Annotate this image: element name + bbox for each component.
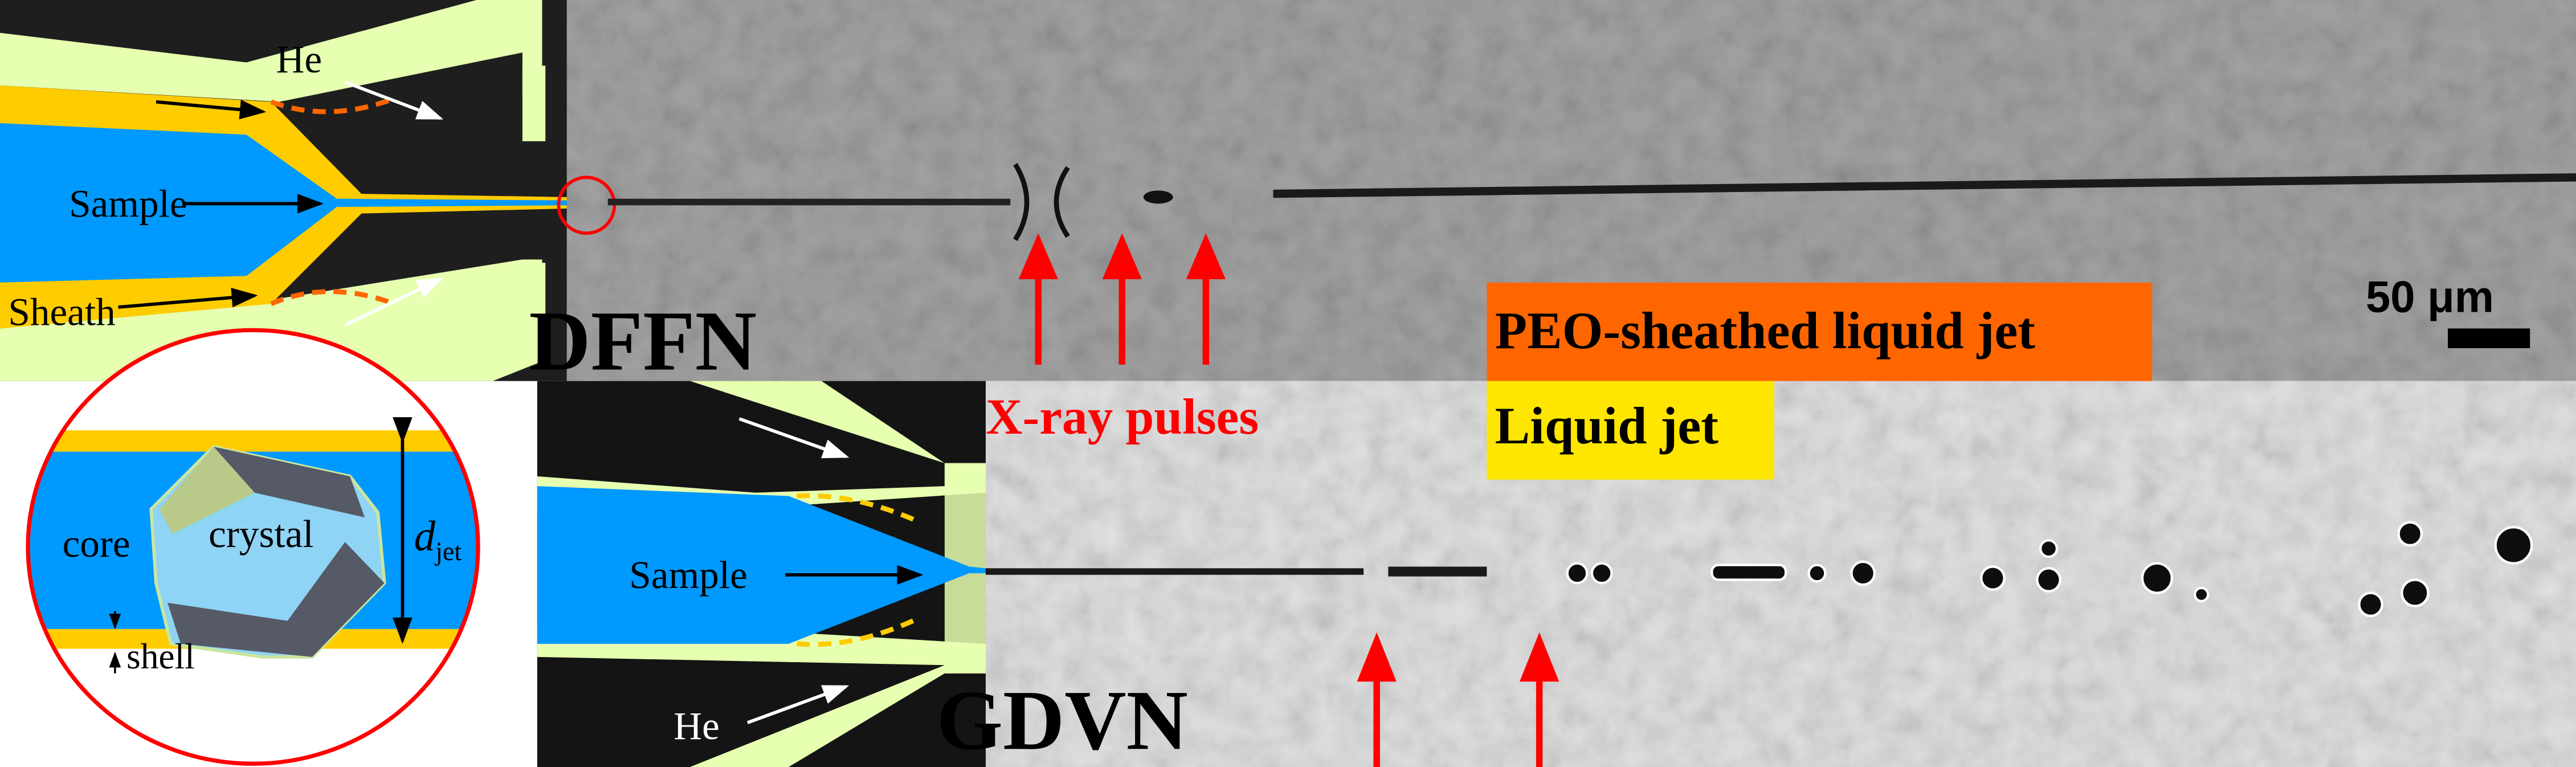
xray-arrow-icon (1102, 233, 1142, 365)
droplet (1850, 560, 1876, 586)
top-sample-label: Sample (69, 181, 187, 225)
xray-pulses-label: X-ray pulses (986, 389, 1259, 445)
top-panel: He Sample Sheath DFFN 50 μm (0, 0, 2576, 388)
top-jet-explosion (1013, 162, 1070, 242)
he-arrow (344, 80, 444, 120)
top-jet-downstream (1273, 173, 2576, 198)
scale-bar-label: 50 μm (2366, 273, 2494, 322)
xray-arrow-icon (1520, 632, 1560, 767)
inset-border (26, 328, 480, 766)
sheath-arrow (118, 287, 258, 309)
top-nozzle-tip-upper (522, 66, 546, 141)
peo-legend-label: PEO-sheathed liquid jet (1495, 301, 2036, 360)
xray-arrow-icon (1018, 233, 1058, 365)
droplet (2036, 567, 2061, 593)
sheath-label: Sheath (8, 290, 115, 334)
top-jet-fragment (1143, 190, 1173, 204)
sheath-arrow-upper (156, 100, 267, 120)
bottom-sample-flow (537, 486, 986, 644)
shell-label: shell (126, 636, 195, 676)
bottom-he-arrow-lower (746, 685, 850, 724)
droplet (2401, 578, 2430, 607)
droplet (2039, 539, 2059, 558)
bottom-sample-label: Sample (629, 553, 748, 597)
peo-legend-box (1487, 282, 2153, 381)
jet-cross-section-inset: core crystal djet shell (26, 328, 480, 766)
xray-arrow-icon (1357, 632, 1397, 767)
scale-bar (2448, 328, 2530, 349)
droplet (2397, 521, 2423, 547)
liquid-jet-legend-box (1487, 381, 1774, 480)
bottom-nozzle-outer-lower (537, 624, 986, 767)
top-he-label: He (276, 37, 322, 81)
core-label: core (63, 521, 130, 565)
top-nozzle-outer-lower (0, 259, 542, 381)
he-arrow-lower (344, 278, 443, 327)
droplet (1980, 565, 2006, 591)
droplet (2494, 526, 2533, 565)
top-nozzle-outer-upper (0, 0, 542, 102)
bottom-panel: Sample He GDVN (537, 381, 2576, 767)
droplet (2358, 591, 2383, 617)
droplet (2193, 586, 2210, 603)
sheath-boundary-dashed (270, 96, 395, 307)
liquid-jet-legend-label: Liquid jet (1495, 397, 1718, 455)
diameter-label: djet (414, 513, 462, 566)
crystal-label: crystal (209, 512, 313, 556)
xray-arrows (1018, 233, 1560, 767)
crystal-icon (149, 444, 386, 659)
top-nozzle-tip-lower (522, 263, 546, 342)
droplet-ligament (1710, 564, 1787, 581)
droplet (1566, 562, 1589, 585)
droplet (1807, 564, 1827, 583)
bottom-he-arrow-upper (738, 417, 850, 459)
gdvn-label: GDVN (936, 673, 1187, 767)
diameter-subscript: jet (434, 537, 462, 566)
meniscus-dashed (797, 493, 921, 647)
diameter-symbol: d (414, 513, 436, 560)
droplet (1590, 562, 1613, 585)
xray-arrow-icon (1186, 233, 1226, 365)
dffn-label: DFFN (529, 294, 757, 389)
bottom-he-label: He (673, 704, 720, 748)
droplets (1566, 521, 2533, 617)
droplet (2141, 562, 2173, 594)
